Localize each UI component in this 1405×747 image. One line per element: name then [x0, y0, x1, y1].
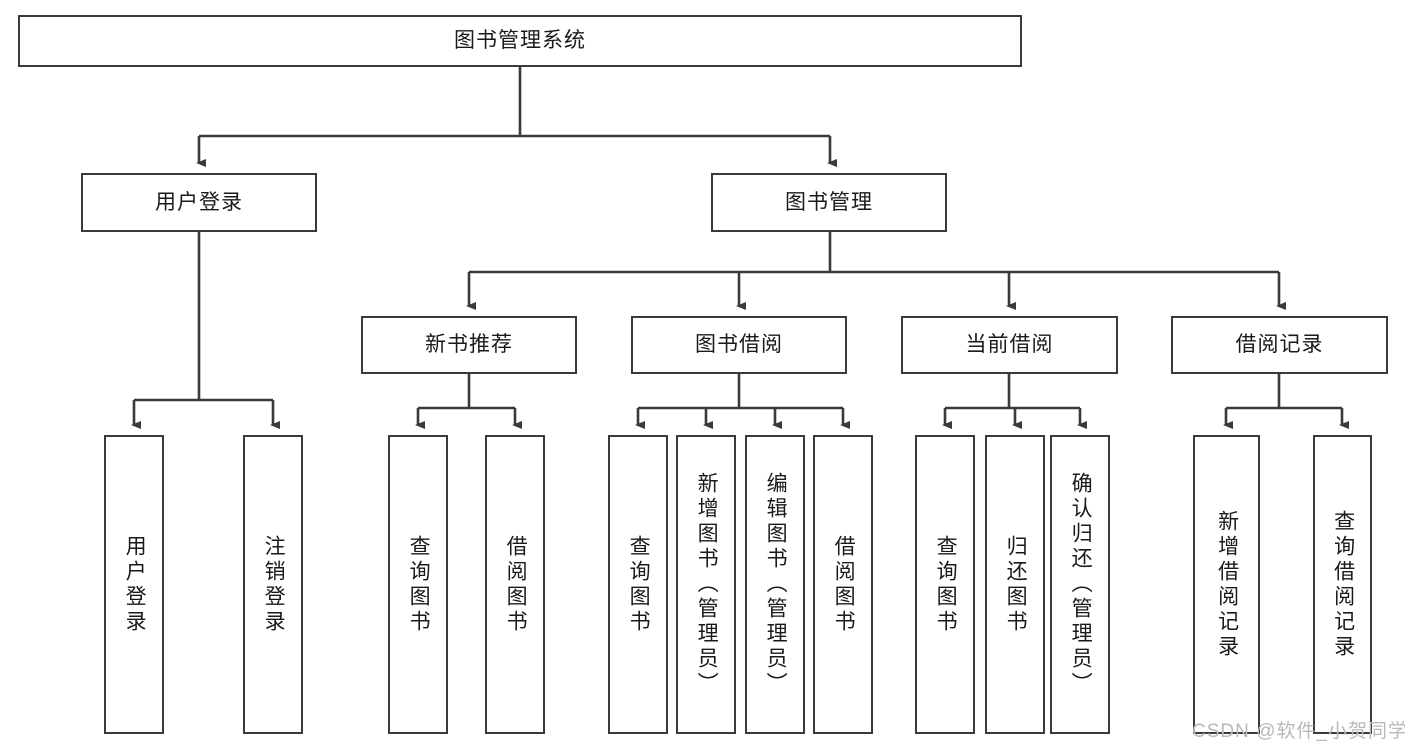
leaf-query-book-1[interactable]: 查询图书	[388, 435, 448, 734]
leaf-return-book-label: 归还图书	[1004, 534, 1028, 635]
leaf-borrow-book-1[interactable]: 借阅图书	[485, 435, 545, 734]
leaf-edit-book-label: 编辑图书（管理员）	[764, 472, 788, 697]
leaf-user-login-label: 用户登录	[123, 534, 147, 635]
leaf-user-logout[interactable]: 注销登录	[243, 435, 303, 734]
node-new-book-rec[interactable]: 新书推荐	[361, 316, 577, 374]
node-new-book-rec-label: 新书推荐	[425, 333, 513, 357]
leaf-borrow-book-2-label: 借阅图书	[832, 534, 856, 635]
leaf-borrow-book-1-label: 借阅图书	[504, 534, 528, 635]
node-root[interactable]: 图书管理系统	[18, 15, 1022, 67]
leaf-confirm-return-label: 确认归还（管理员）	[1069, 472, 1093, 697]
leaf-add-book[interactable]: 新增图书（管理员）	[676, 435, 736, 734]
leaf-query-record-label: 查询借阅记录	[1331, 509, 1355, 660]
leaf-query-record[interactable]: 查询借阅记录	[1313, 435, 1372, 734]
node-book-borrow[interactable]: 图书借阅	[631, 316, 847, 374]
node-borrow-record-label: 借阅记录	[1235, 333, 1324, 357]
leaf-borrow-book-2[interactable]: 借阅图书	[813, 435, 873, 734]
leaf-return-book[interactable]: 归还图书	[985, 435, 1045, 734]
leaf-query-book-2[interactable]: 查询图书	[608, 435, 668, 734]
csdn-watermark: CSDN @软件_小贺同学	[1192, 721, 1405, 742]
node-user-login[interactable]: 用户登录	[81, 173, 317, 232]
node-book-borrow-label: 图书借阅	[695, 333, 783, 357]
node-root-label: 图书管理系统	[454, 29, 586, 53]
leaf-query-book-3[interactable]: 查询图书	[915, 435, 975, 734]
leaf-add-record-label: 新增借阅记录	[1215, 509, 1239, 660]
node-book-manage-label: 图书管理	[785, 190, 873, 214]
leaf-add-book-label: 新增图书（管理员）	[695, 472, 719, 697]
node-current-borrow-label: 当前借阅	[965, 333, 1054, 357]
leaf-confirm-return[interactable]: 确认归还（管理员）	[1050, 435, 1110, 734]
leaf-query-book-1-label: 查询图书	[407, 534, 431, 635]
node-book-manage[interactable]: 图书管理	[711, 173, 947, 232]
node-user-login-label: 用户登录	[155, 190, 243, 214]
leaf-query-book-3-label: 查询图书	[934, 534, 958, 635]
leaf-edit-book[interactable]: 编辑图书（管理员）	[745, 435, 805, 734]
leaf-query-book-2-label: 查询图书	[627, 534, 651, 635]
node-borrow-record[interactable]: 借阅记录	[1171, 316, 1388, 374]
node-current-borrow[interactable]: 当前借阅	[901, 316, 1118, 374]
leaf-user-login[interactable]: 用户登录	[104, 435, 164, 734]
leaf-add-record[interactable]: 新增借阅记录	[1193, 435, 1260, 734]
leaf-user-logout-label: 注销登录	[262, 534, 286, 635]
